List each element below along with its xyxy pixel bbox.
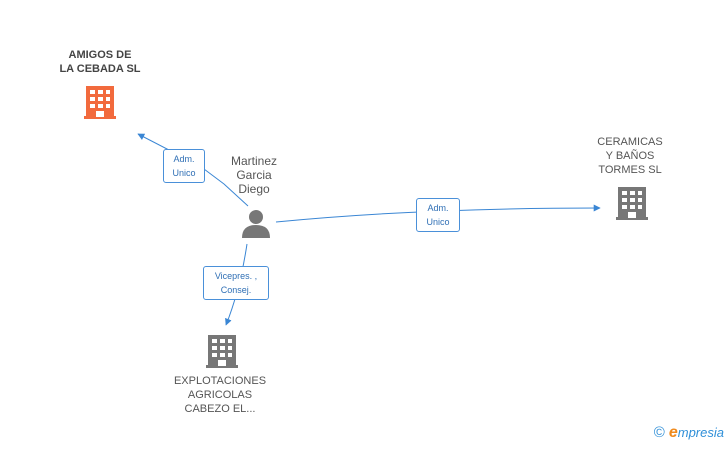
relation-line: Adm. bbox=[427, 203, 449, 213]
label-line: Y BAÑOS bbox=[605, 150, 655, 162]
building-icon[interactable] bbox=[206, 335, 238, 368]
label-line: CABEZO EL... bbox=[184, 403, 256, 415]
relation-box-ceramicas[interactable]: Adm. Unico bbox=[416, 198, 460, 232]
company-label-amigos[interactable]: AMIGOS DE LA CEBADA SL bbox=[40, 48, 160, 76]
label-line: Garcia bbox=[236, 168, 272, 182]
relation-box-amigos[interactable]: Adm. Unico bbox=[163, 149, 205, 183]
brand-name: mpresia bbox=[677, 425, 724, 440]
relation-box-explotaciones[interactable]: Vicepres. , Consej. bbox=[203, 266, 269, 300]
label-line: Diego bbox=[238, 182, 270, 196]
relation-line: Adm. bbox=[173, 154, 195, 164]
company-label-explotaciones[interactable]: EXPLOTACIONES AGRICOLAS CABEZO EL... bbox=[160, 374, 280, 416]
building-icon[interactable] bbox=[84, 86, 116, 119]
person-icon[interactable] bbox=[242, 210, 270, 238]
copyright-icon: © bbox=[653, 424, 665, 441]
label-line: AMIGOS DE bbox=[68, 49, 132, 61]
label-line: CERAMICAS bbox=[597, 136, 663, 148]
label-line: EXPLOTACIONES bbox=[173, 375, 267, 387]
person-label[interactable]: Martinez Garcia Diego bbox=[214, 154, 294, 196]
relation-line: Vicepres. , bbox=[214, 271, 258, 281]
relation-line: Unico bbox=[426, 217, 450, 227]
company-label-ceramicas[interactable]: CERAMICAS Y BAÑOS TORMES SL bbox=[580, 135, 680, 177]
brand-initial: e bbox=[668, 424, 678, 441]
label-line: Martinez bbox=[230, 154, 277, 168]
brand-logo[interactable]: ©empresia bbox=[654, 424, 724, 442]
label-line: TORMES SL bbox=[598, 164, 662, 176]
building-icon[interactable] bbox=[616, 187, 648, 220]
label-line: AGRICOLAS bbox=[187, 389, 253, 401]
relation-line: Unico bbox=[172, 168, 196, 178]
label-line: LA CEBADA SL bbox=[59, 63, 141, 75]
relation-line: Consej. bbox=[220, 285, 252, 295]
